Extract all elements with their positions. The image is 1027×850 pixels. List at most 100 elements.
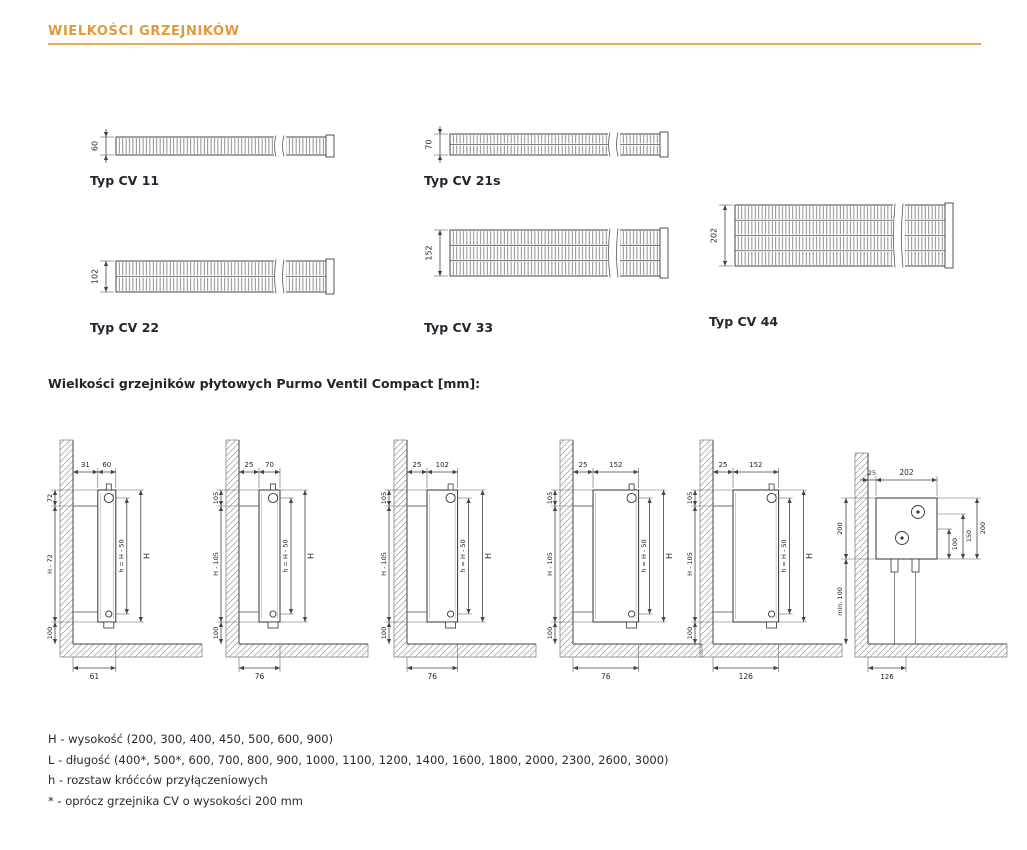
dim-arrow: [437, 230, 443, 235]
height-dim: H - 105: [212, 552, 220, 576]
break-line: [893, 203, 896, 268]
dim-arrow: [73, 469, 78, 475]
cross-drawing-cv22: 102: [70, 253, 350, 300]
drain-circle: [768, 610, 776, 618]
dim-arrow: [52, 506, 58, 511]
cross-sections-area: 60 Typ CV 11 70 Typ CV 21s 102 Typ CV 22…: [0, 55, 1027, 385]
dim-arrow: [661, 490, 666, 495]
connection-stub: [890, 558, 899, 573]
break-line: [282, 135, 285, 157]
dim-arrow: [138, 490, 143, 495]
hook-dim-100: 100: [951, 538, 959, 550]
dim-arrow: [863, 477, 868, 483]
total-height-dim: H: [665, 553, 674, 559]
valve-cap: [628, 483, 635, 491]
radiator-body: [732, 489, 780, 623]
connection-block: [766, 621, 777, 629]
hook-dim-150: 150: [965, 530, 973, 542]
dim-arrow: [218, 617, 224, 622]
dim-arrow: [692, 506, 698, 511]
dim-arrow: [302, 490, 308, 495]
convector-fins: [117, 262, 325, 276]
height-dim: H - 72: [46, 554, 54, 574]
dim-arrow: [275, 469, 280, 475]
dim-arrow: [843, 559, 849, 564]
dim-arrow: [573, 469, 578, 475]
depth-dim: 152: [609, 461, 622, 469]
cross-section-cv33: 152 Typ CV 33: [404, 222, 684, 335]
dim-arrow: [452, 665, 458, 671]
cross-section-cv11: 60 Typ CV 11: [70, 129, 350, 188]
height-dim: H - 105: [546, 552, 554, 576]
dim-arrow: [218, 622, 224, 627]
valve-center: [916, 510, 920, 514]
convector-fins: [451, 135, 659, 144]
break-line: [616, 132, 619, 157]
bottom-dim: 76: [428, 672, 438, 680]
convector-fins: [736, 206, 944, 220]
wall-hatch: [60, 440, 73, 644]
dim-arrow: [713, 469, 718, 475]
dim-arrow: [843, 639, 849, 644]
valve-cap: [447, 483, 454, 491]
clearance-dim: 100: [686, 627, 694, 639]
wall-offset-dim: 31: [81, 461, 90, 469]
dim-arrow: [876, 477, 881, 483]
top-offset-dim: 105: [546, 492, 554, 504]
floor-hatch: [700, 644, 842, 657]
type-label-cv44: Typ CV 44: [709, 314, 779, 329]
break-line: [616, 228, 619, 278]
radiator-cross-section: 70: [425, 126, 669, 163]
legend-note-line: * - oprócz grzejnika CV o wysokości 200 …: [48, 793, 303, 808]
dim-arrow: [801, 490, 806, 495]
dim-arrow: [588, 469, 593, 475]
dim-arrow: [633, 665, 639, 671]
dim-arrow: [239, 665, 244, 671]
dim-arrow: [728, 469, 733, 475]
convector-fins: [117, 138, 325, 154]
dim-arrow: [254, 469, 259, 475]
section-break: [274, 259, 286, 294]
dim-arrow: [386, 639, 392, 644]
section-break: [608, 132, 620, 157]
dim-arrow: [647, 609, 652, 614]
dim-arrow: [843, 554, 849, 559]
dim-arrow: [52, 490, 58, 495]
title-rule: [48, 43, 981, 45]
wall-offset-dim: 25: [579, 461, 588, 469]
total-height-dim: H: [484, 553, 493, 559]
dim-arrow: [573, 665, 578, 671]
total-height-dim: H: [307, 553, 316, 559]
dim-arrow: [275, 665, 280, 671]
dim-arrow: [787, 609, 792, 614]
left-height-dim: 200: [836, 522, 844, 534]
type-label-cv22: Typ CV 22: [90, 320, 160, 335]
dim-arrow: [787, 498, 792, 503]
cross-section-cv21s: 70 Typ CV 21s: [404, 126, 684, 188]
dim-arrow: [302, 617, 308, 622]
dim-arrow: [103, 132, 109, 137]
type-label-cv11: Typ CV 11: [90, 173, 160, 188]
section-break: [274, 135, 286, 157]
bottom-dim: 126: [880, 673, 894, 680]
dim-arrow: [692, 617, 698, 622]
dim-arrow: [692, 622, 698, 627]
dim-arrow: [480, 617, 485, 622]
valve-circle: [103, 492, 114, 504]
wall-offset-dim: 25: [868, 469, 876, 477]
dim-arrow: [868, 665, 873, 671]
end-bracket: [944, 202, 954, 269]
clearance-dim: 100: [212, 627, 220, 639]
drain-circle: [105, 610, 113, 618]
wall-offset-dim: 25: [413, 461, 422, 469]
dim-arrow: [722, 205, 728, 210]
depth-dim: 152: [749, 461, 762, 469]
end-bracket: [325, 134, 335, 158]
dim-arrow: [437, 155, 443, 160]
dim-arrow: [103, 155, 109, 160]
